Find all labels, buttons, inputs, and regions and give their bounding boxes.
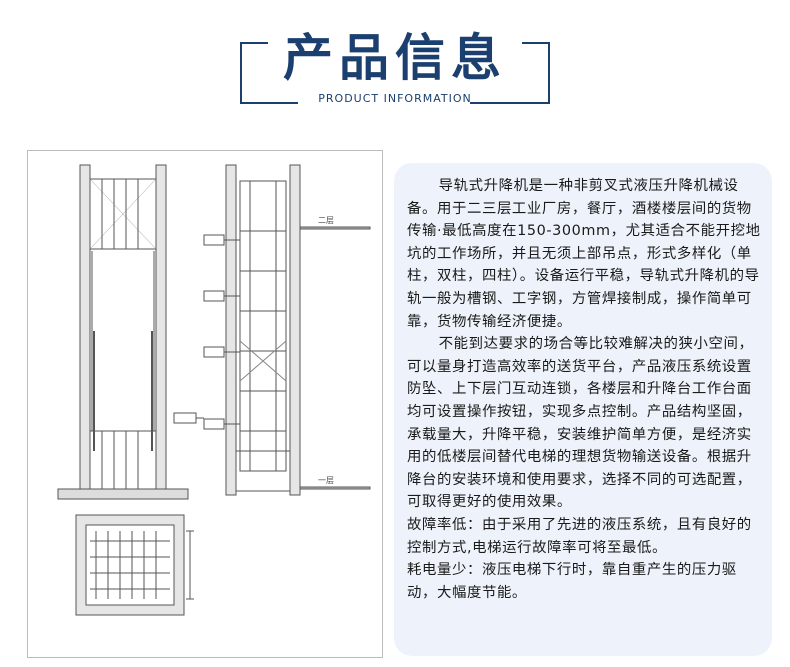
header-frame-right [548,42,550,104]
right-wall [155,164,167,496]
info-box [394,163,772,656]
info-text: 导轨式升降机是一种非剪叉式液压升降机械设备。用于二三层工业厂房，餐厅，酒楼楼层间… [407,175,762,604]
header-frame-bottom-right [470,102,550,104]
header-frame-bottom-left [240,102,298,104]
callout-box-4 [203,346,225,358]
floor-label-2: 二层 [318,216,334,225]
paragraph-features: 不能到达要求的场合等比较难解决的狭小空间，可以量身打造高效率的送货平台，产品液压… [407,336,754,511]
callout-box-5 [203,418,225,430]
mast [239,180,287,472]
paragraph-low-failure: 故障率低：由于采用了先进的液压系统，且有良好的控制方式,电梯运行故障率可将至最低… [407,516,752,556]
header-frame-left [240,42,242,104]
technical-drawing: 二层 一层 [27,150,383,658]
header: 产品信息 PRODUCT INFORMATION [0,0,790,125]
paragraph-intro: 导轨式升降机是一种非剪叉式液压升降机械设备。用于二三层工业厂房，餐厅，酒楼楼层间… [407,178,761,330]
floor-label-1: 一层 [318,476,334,485]
header-frame-top-left [240,42,268,44]
drawing-svg: 二层 一层 [57,164,371,616]
left-wall [79,164,91,496]
floor-1 [299,486,371,490]
section-wall-right [289,164,301,496]
floor-2 [299,226,371,230]
header-frame-top-right [522,42,550,44]
upper-door [89,178,157,250]
page-subtitle: PRODUCT INFORMATION [318,92,472,105]
ground-slab [57,488,189,500]
paragraph-low-power: 耗电量少：液压电梯下行时，靠自重产生的压力驱动，大幅度节能。 [407,562,737,601]
callout-box-1 [173,412,197,424]
lower-door [89,430,157,490]
platform [235,450,291,492]
page-title: 产品信息 [283,29,507,87]
plan-inner [85,524,175,606]
callout-box-2 [203,234,225,246]
section-wall-left [225,164,237,496]
callout-box-3 [203,290,225,302]
